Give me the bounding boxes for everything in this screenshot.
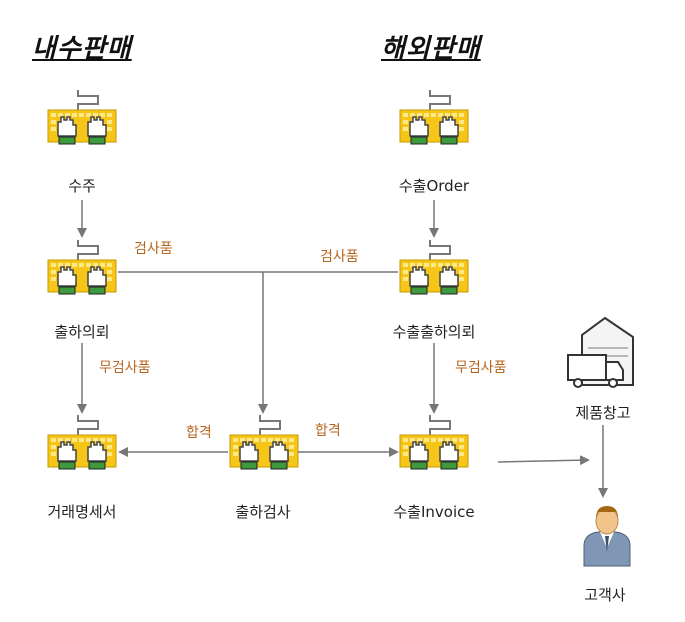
export-ship-request-keyboard-icon	[399, 239, 469, 295]
node-warehouse: 제품창고	[575, 404, 631, 422]
overseas-sales-title: 해외판매	[381, 34, 481, 64]
edge-label-inspect-left: 검사품	[134, 241, 173, 257]
node-statement: 거래명세서	[47, 503, 117, 521]
node-order: 수주	[68, 177, 96, 195]
edge-label-pass-left: 합격	[186, 425, 212, 441]
edge-label-inspect-right: 검사품	[320, 249, 359, 265]
export-invoice-keyboard-icon	[399, 414, 469, 470]
node-customer: 고객사	[584, 586, 626, 604]
edge-label-no-inspect-left: 무검사품	[99, 360, 151, 376]
node-ship-inspection: 출하검사	[235, 503, 291, 521]
node-export-ship-request: 수출출하의뢰	[392, 323, 476, 341]
order-keyboard-icon	[47, 89, 117, 145]
ship-request-keyboard-icon	[47, 239, 117, 295]
export-order-keyboard-icon	[399, 89, 469, 145]
customer-person-icon	[583, 506, 631, 567]
domestic-sales-title: 내수판매	[32, 34, 132, 64]
warehouse-truck-icon	[567, 316, 634, 388]
ship-inspection-keyboard-icon	[229, 414, 299, 470]
node-export-invoice: 수출Invoice	[393, 503, 475, 521]
edge-label-no-inspect-right: 무검사품	[455, 360, 507, 376]
edge-label-pass-right: 합격	[315, 423, 341, 439]
node-ship-request: 출하의뢰	[54, 323, 110, 341]
statement-keyboard-icon	[47, 414, 117, 470]
node-export-order: 수출Order	[398, 177, 470, 195]
